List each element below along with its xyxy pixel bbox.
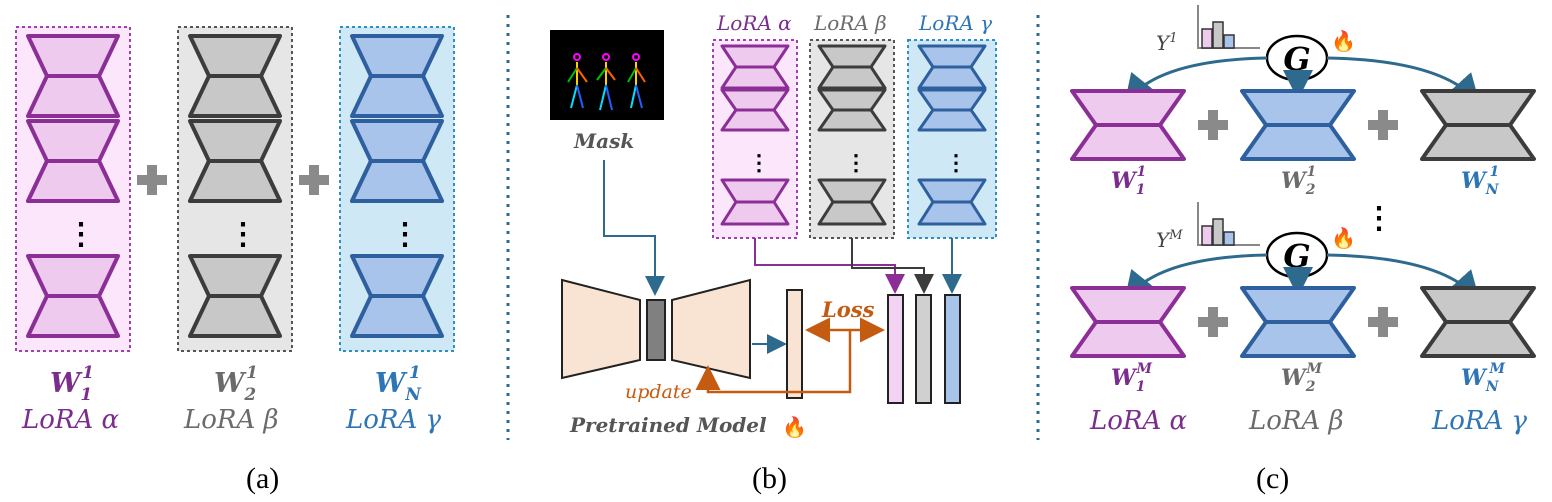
weight-label: W1M xyxy=(1111,361,1152,395)
caption-a: (a) xyxy=(246,462,279,495)
plus-icon xyxy=(1368,110,1398,140)
lora-alpha-label: LoRA α xyxy=(1089,406,1188,436)
gating-row: Υ1 G 🔥 W11 W21 WN1 xyxy=(1070,5,1536,198)
histogram-bar-icon xyxy=(1201,28,1213,49)
plus-icon xyxy=(1198,307,1228,337)
loss-label: Loss xyxy=(821,297,875,322)
gating-weight-label: ΥM xyxy=(1156,228,1183,252)
weight-label: W2M xyxy=(1281,361,1322,395)
pretrained-model-label: Pretrained Model xyxy=(569,413,767,437)
lora-alpha-label: LoRA α xyxy=(21,405,120,435)
lora-gamma-label: LoRA γ xyxy=(918,11,992,35)
plus-icon xyxy=(1368,307,1398,337)
lora-up-projection xyxy=(26,159,120,203)
gating-weight-label: Υ1 xyxy=(1156,31,1177,55)
alpha-output-bar xyxy=(887,294,904,404)
update-label: update xyxy=(625,381,692,403)
decoder-block xyxy=(671,278,751,380)
lora-up-projection xyxy=(817,65,887,90)
lora-up-projection xyxy=(817,108,887,132)
gate-label: G xyxy=(1283,237,1310,275)
ellipsis: ⋮ xyxy=(945,150,967,176)
mask-arrow xyxy=(603,160,665,296)
beta-output-bar xyxy=(915,294,932,404)
weight-label: W21 xyxy=(1281,164,1316,198)
model-output-bar xyxy=(786,289,803,399)
histogram-bar-icon xyxy=(1212,218,1224,246)
weight-label: W11 xyxy=(1111,164,1146,198)
gating-row: ΥM G 🔥 W1M W2M WNM xyxy=(1070,202,1536,395)
gate-label: G xyxy=(1283,40,1310,78)
ellipsis: ⋮ xyxy=(66,217,96,252)
lora-up-projection xyxy=(1420,123,1536,161)
weight-label: WN1 xyxy=(1461,164,1500,198)
plus-icon xyxy=(137,165,167,195)
lora-beta-label: LoRA β xyxy=(813,11,887,35)
fire-icon: 🔥 xyxy=(1331,226,1356,250)
lora-down-projection xyxy=(1070,89,1186,127)
caption-b: (b) xyxy=(752,462,787,495)
lora-up-projection xyxy=(1070,123,1186,161)
pose-skeleton-icon xyxy=(567,53,646,111)
lora-up-projection xyxy=(350,294,444,338)
plus-icon xyxy=(1198,110,1228,140)
lora-up-projection xyxy=(188,294,282,338)
lora-up-projection xyxy=(350,74,444,118)
lora-down-projection xyxy=(1070,286,1186,324)
histogram-bar-icon xyxy=(1212,21,1224,49)
lora-alpha-route xyxy=(754,238,905,294)
fire-icon: 🔥 xyxy=(782,415,807,439)
lora-up-projection xyxy=(1240,320,1356,358)
lora-up-projection xyxy=(1240,123,1356,161)
fire-icon: 🔥 xyxy=(1331,29,1356,53)
lora-up-projection xyxy=(26,74,120,118)
lora-up-projection xyxy=(817,200,887,226)
lora-up-projection xyxy=(720,65,790,90)
plus-icon xyxy=(299,165,329,195)
lora-down-projection xyxy=(1420,89,1536,127)
bottleneck-block xyxy=(646,299,666,361)
panel-a: ⋮ ⋮ ⋮ W11 W21 WN1 LoRA α LoRA β LoRA γ (… xyxy=(15,26,455,495)
lora-alpha-label: LoRA α xyxy=(716,11,792,35)
lora-up-projection xyxy=(1420,320,1536,358)
weight-label-w2: W21 xyxy=(214,363,258,405)
lora-down-projection xyxy=(1240,286,1356,324)
lora-up-projection xyxy=(26,294,120,338)
lora-up-projection xyxy=(1070,320,1186,358)
lora-down-projection xyxy=(1420,286,1536,324)
ellipsis: ⋮ xyxy=(748,150,770,176)
ellipsis: ⋮ xyxy=(845,150,867,176)
lora-up-projection xyxy=(917,65,987,90)
lora-down-projection xyxy=(1240,89,1356,127)
histogram-bar-icon xyxy=(1223,34,1235,49)
lora-up-projection xyxy=(917,108,987,132)
panel-b: Mask ⋮ ⋮ ⋮ LoRA α LoRA β LoRA γ Loss upd… xyxy=(550,11,997,495)
update-arrow xyxy=(695,330,852,394)
lora-up-projection xyxy=(188,159,282,203)
ellipsis: ⋮ xyxy=(228,217,258,252)
weight-label-w1: W11 xyxy=(50,363,94,405)
ellipsis: ⋮ xyxy=(1364,201,1394,236)
lora-up-projection xyxy=(720,200,790,226)
mask-label: Mask xyxy=(573,129,634,153)
lora-up-projection xyxy=(350,159,444,203)
caption-c: (c) xyxy=(1256,462,1289,495)
lora-up-projection xyxy=(720,108,790,132)
ellipsis: ⋮ xyxy=(390,217,420,252)
encoder-block xyxy=(561,278,641,380)
lora-gamma-label: LoRA γ xyxy=(1431,406,1528,436)
weight-label: WNM xyxy=(1461,361,1506,395)
weight-label-wn: WN1 xyxy=(375,363,422,405)
lora-beta-label: LoRA β xyxy=(183,405,279,435)
gamma-output-bar xyxy=(944,294,961,404)
lora-beta-route xyxy=(851,238,934,294)
lora-beta-label: LoRA β xyxy=(1248,406,1344,436)
lora-up-projection xyxy=(188,74,282,118)
lora-gamma-label: LoRA γ xyxy=(345,405,442,435)
lora-up-projection xyxy=(917,200,987,226)
histogram-bar-icon xyxy=(1201,225,1213,246)
histogram-bar-icon xyxy=(1223,231,1235,246)
